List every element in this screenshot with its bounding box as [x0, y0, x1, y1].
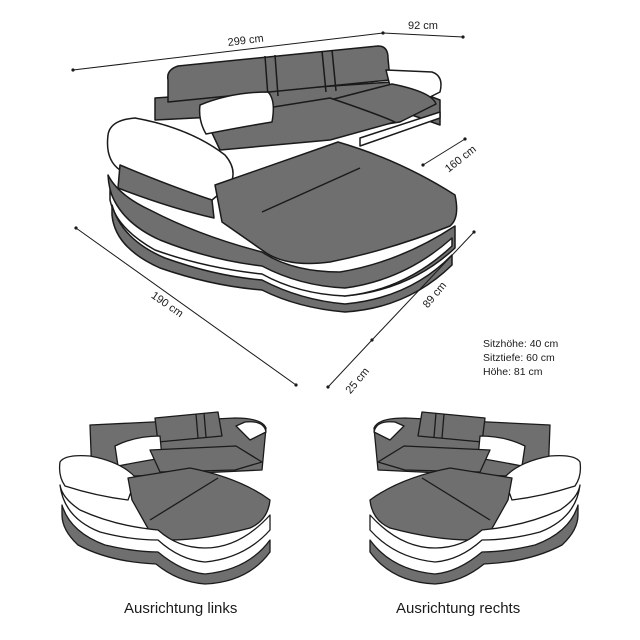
sofa-left-orientation [58, 411, 271, 585]
dim-label-160: 160 cm [443, 143, 479, 175]
dim-label-190: 190 cm [149, 290, 185, 321]
caption-left: Ausrichtung links [124, 600, 238, 617]
caption-right: Ausrichtung rechts [396, 600, 521, 617]
spec-list: Sitzhöhe: 40 cm Sitztiefe: 60 cm Höhe: 8… [483, 337, 558, 379]
dim-label-299: 299 cm [227, 33, 264, 49]
dim-label-92: 92 cm [408, 20, 438, 32]
dim-line-89 [370, 230, 476, 342]
dim-line-299 [71, 31, 385, 72]
sofa-right-orientation [369, 411, 582, 585]
spec-height: Höhe: 81 cm [483, 366, 543, 378]
dim-line-160 [421, 137, 467, 167]
dim-line-25 [326, 339, 373, 389]
spec-seat-depth: Sitztiefe: 60 cm [483, 352, 555, 364]
dimension-lines [71, 31, 476, 389]
pillow [198, 91, 275, 135]
right-trim [359, 111, 441, 147]
dim-line-190 [74, 226, 298, 387]
dim-line-92 [382, 32, 465, 39]
dim-label-25: 25 cm [344, 366, 372, 397]
main-sofa [106, 45, 458, 313]
spec-seat-height: Sitzhöhe: 40 cm [483, 338, 559, 350]
